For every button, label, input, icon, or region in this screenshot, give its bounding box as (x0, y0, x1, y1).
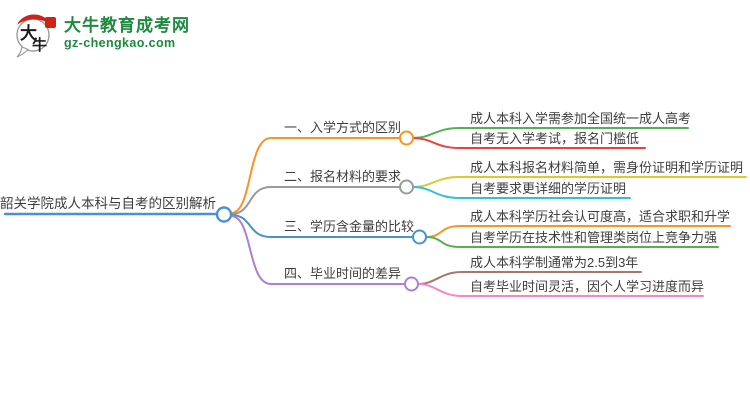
leaf-label-3a: 成人本科学历社会认可度高，适合求职和升学 (470, 209, 731, 224)
site-url: gz-chengkao.com (64, 35, 176, 50)
leaf-line-3b (425, 236, 719, 248)
branch-node-circle-1[interactable] (399, 130, 414, 146)
site-name: 大牛教育成考网 (64, 16, 190, 36)
leaf-label-1a: 成人本科入学需参加全国统一成人高考 (470, 111, 692, 126)
branch-line-3 (230, 214, 414, 238)
leaf-label-4b: 自考毕业时间灵活，因个人学习进度而异 (470, 279, 705, 294)
logo-bubble-tail (16, 46, 30, 58)
leaf-label-3b: 自考学历在技术性和管理类岗位上竞争力强 (470, 230, 718, 245)
root-node-circle[interactable] (215, 206, 233, 223)
logo-red-seal (45, 17, 56, 28)
logo-char-da: 大 (20, 23, 37, 44)
leaf-label-2b: 自考要求更详细的学历证明 (470, 181, 627, 196)
branch-node-circle-2[interactable] (399, 179, 414, 195)
leaf-label-1b: 自考无入学考试，报名门槛低 (470, 131, 640, 146)
leaf-label-2a: 成人本科报名材料简单，需身份证明和学历证明 (470, 160, 744, 175)
branch-line-1 (230, 137, 401, 214)
root-node-label: 韶关学院成人本科与自考的区别解析 (0, 196, 216, 211)
daniu-logo-icon: 大 牛 (16, 14, 56, 58)
branch-label-4: 四、毕业时间的差异 (284, 266, 402, 281)
branch-label-1: 一、入学方式的区别 (284, 120, 402, 135)
branch-line-2 (230, 186, 401, 215)
logo-red-arc (17, 14, 51, 25)
site-logo: 大 牛 大牛教育成考网 gz-chengkao.com (12, 8, 190, 58)
leaf-line-1b (412, 137, 646, 149)
branch-node-circle-3[interactable] (412, 229, 427, 245)
branch-label-2: 二、报名材料的要求 (284, 169, 402, 184)
branch-line-4 (230, 215, 406, 285)
leaf-line-2b (412, 186, 631, 199)
branch-label-3: 三、学历含金量的比较 (284, 219, 415, 234)
branch-node-circle-4[interactable] (404, 276, 419, 292)
logo-char-niu: 牛 (32, 36, 47, 54)
leaf-label-4a: 成人本科学制通常为2.5到3年 (470, 255, 639, 270)
leaf-line-4b (417, 283, 704, 297)
